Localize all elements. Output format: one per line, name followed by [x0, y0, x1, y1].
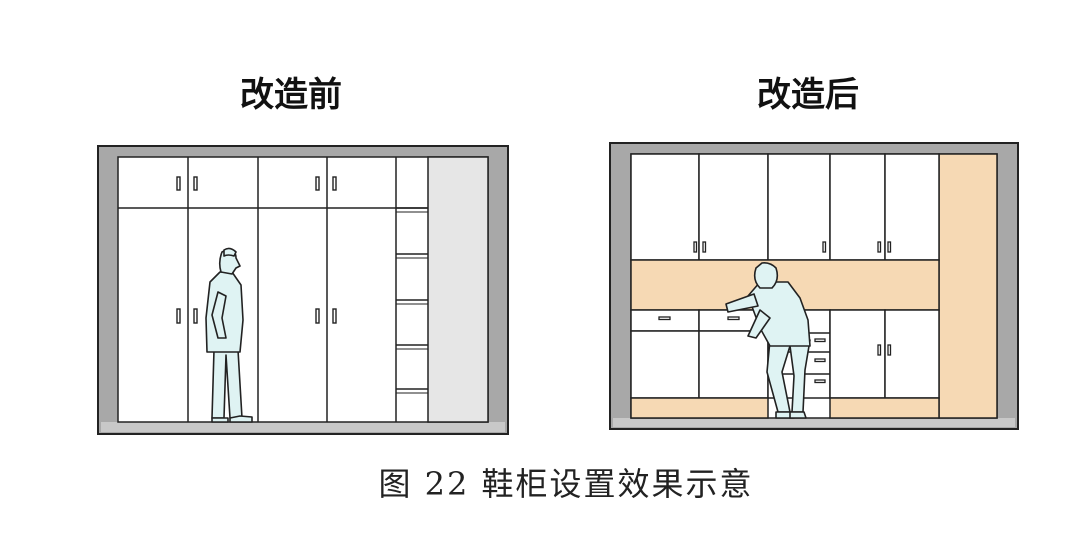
after-floor: [613, 418, 1015, 427]
bending-person-figure: [725, 262, 811, 419]
bottom-wood-plinths: [630, 397, 940, 419]
standing-person-figure: [205, 247, 253, 423]
before-title: 改造前: [240, 75, 342, 115]
before-side-panel: [427, 156, 489, 423]
before-handles: [176, 176, 337, 324]
tall-wood-column: [938, 153, 998, 419]
before-floor: [101, 422, 505, 432]
before-room: [117, 156, 489, 423]
upper-cabinets: [630, 153, 940, 261]
before-shelves: [396, 211, 428, 394]
before-panel: 改造前: [97, 75, 509, 435]
lower-cabinet-handles: [658, 316, 892, 384]
before-wardrobe: [118, 157, 428, 422]
upper-cabinet-handles: [693, 241, 892, 253]
after-title: 改造后: [757, 75, 859, 115]
figure-caption: 图 22 鞋柜设置效果示意: [378, 465, 753, 503]
after-panel: 改造后: [609, 75, 1019, 430]
